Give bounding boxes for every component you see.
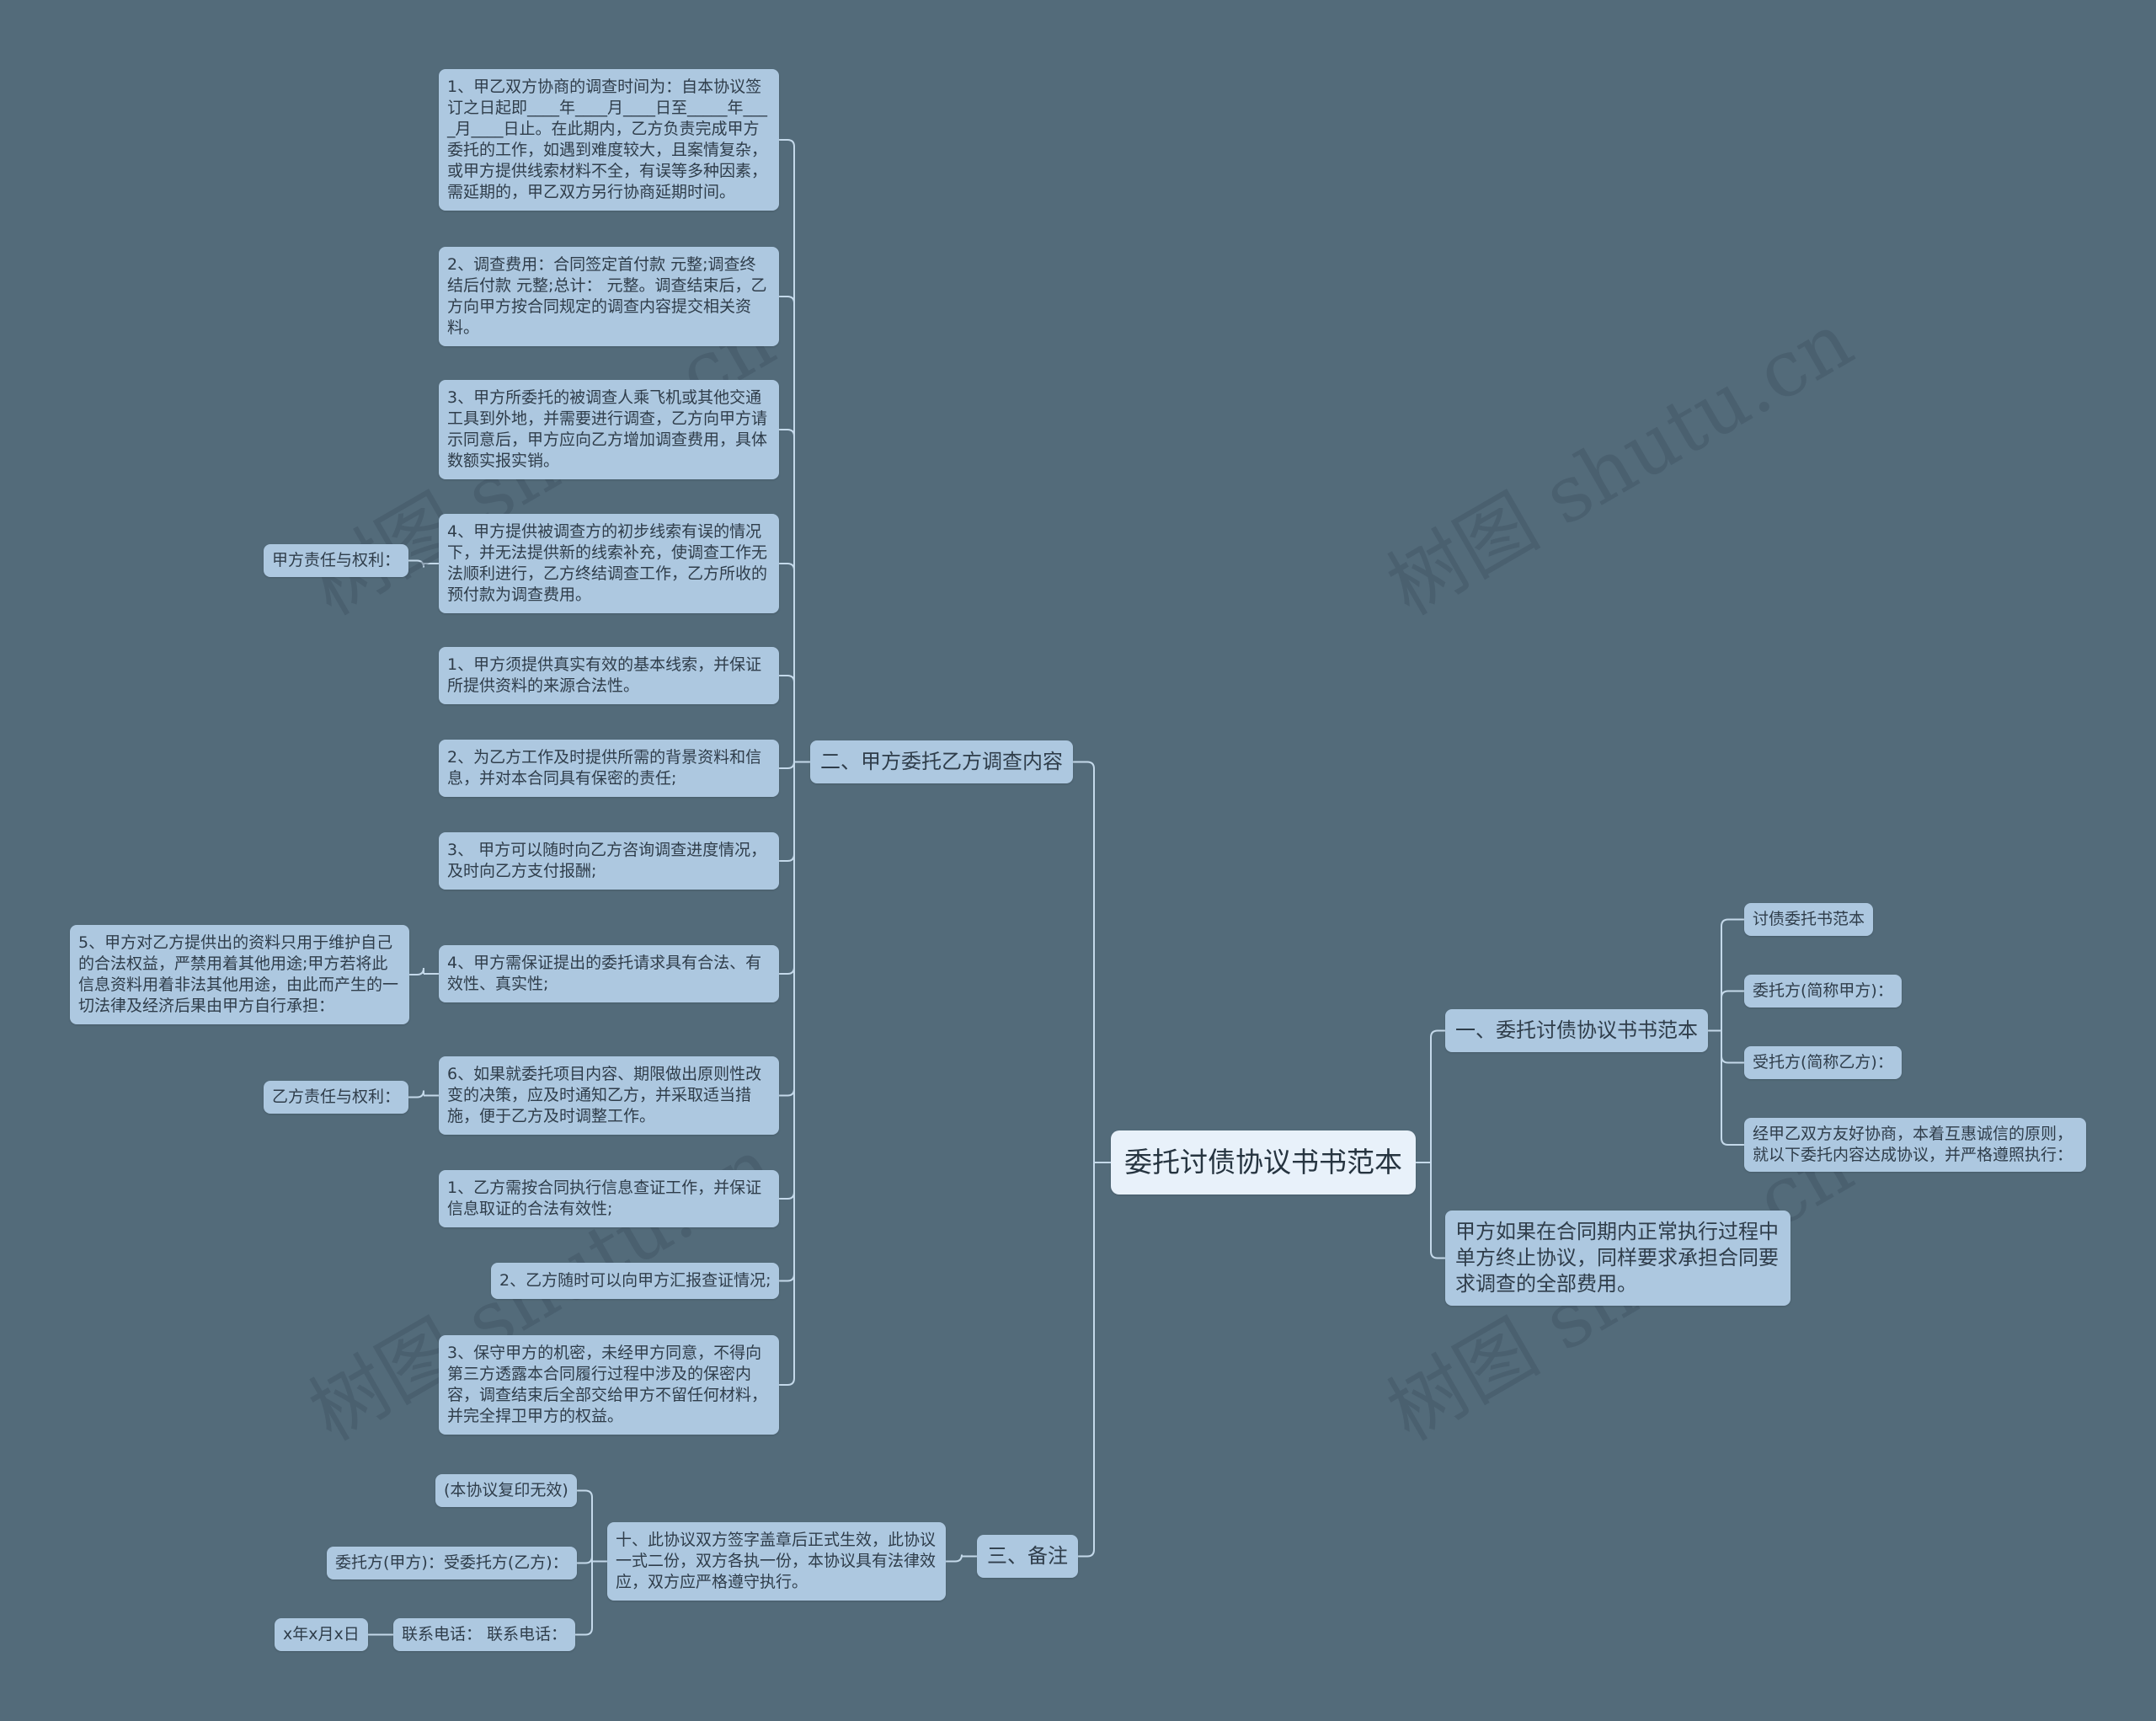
topic-jia-duty-5[interactable]: 5、甲方对乙方提供出的资料只用于维护自己的合法权益，严禁用着其他用途;甲方若将此… xyxy=(70,925,409,1024)
connector-line xyxy=(779,296,795,762)
topic-date[interactable]: x年x月x日 xyxy=(275,1618,368,1651)
topic-effective-clause[interactable]: 十、此协议双方签字盖章后正式生效，此协议一式二份，双方各执一份，本协议具有法律效… xyxy=(607,1522,946,1601)
connector-line xyxy=(1078,1162,1095,1558)
connector-line xyxy=(575,1561,593,1636)
branch-investigation-content[interactable]: 二、甲方委托乙方调查内容 xyxy=(810,740,1073,783)
topic-yi-duty-2[interactable]: 2、乙方随时可以向甲方汇报查证情况; xyxy=(491,1263,779,1299)
connector-line xyxy=(577,1489,593,1562)
connector-line xyxy=(1721,918,1744,1031)
connector-line xyxy=(408,559,424,568)
topic-title-sample[interactable]: 讨债委托书范本 xyxy=(1744,903,1874,936)
topic-jia-duty-3[interactable]: 3、 甲方可以随时向乙方咨询调查进度情况，及时向乙方支付报酬; xyxy=(439,832,779,890)
connector-line xyxy=(946,1554,963,1563)
connector-line xyxy=(1721,1030,1744,1146)
topic-contact-phone[interactable]: 联系电话： 联系电话： xyxy=(393,1618,576,1651)
topic-investigation-fee[interactable]: 2、调查费用：合同签定首付款 元整;调查终结后付款 元整;总计： 元整。调查结束… xyxy=(439,247,779,346)
topic-yi-duty-3[interactable]: 3、保守甲方的机密，未经甲方同意，不得向第三方透露本合同履行过程中涉及的保密内容… xyxy=(439,1335,779,1435)
connector-line xyxy=(779,762,795,862)
root-topic[interactable]: 委托讨债协议书书范本 xyxy=(1111,1130,1416,1195)
connector-line xyxy=(779,139,795,762)
branch-remarks[interactable]: 三、备注 xyxy=(977,1535,1078,1578)
connector-line xyxy=(779,675,795,762)
topic-yi-duty-1[interactable]: 1、乙方需按合同执行信息查证工作，并保证信息取证的合法有效性; xyxy=(439,1170,779,1227)
topic-travel-expense[interactable]: 3、甲方所委托的被调查人乘飞机或其他交通工具到外地，并需要进行调查，乙方向甲方请… xyxy=(439,380,779,479)
branch-termination-note[interactable]: 甲方如果在合同期内正常执行过程中单方终止协议，同样要求承担合同要求调查的全部费用… xyxy=(1445,1211,1790,1306)
topic-agreement-intro[interactable]: 经甲乙双方友好协商，本着互惠诚信的原则，就以下委托内容达成协议，并严格遵照执行： xyxy=(1744,1118,2086,1172)
topic-jia-duty-1[interactable]: 1、甲方须提供真实有效的基本线索，并保证所提供资料的来源合法性。 xyxy=(439,647,779,704)
connector-line xyxy=(1721,990,1744,1031)
connector-line xyxy=(577,1556,593,1564)
topic-jia-duty-2[interactable]: 2、为乙方工作及时提供所需的背景资料和信息，并对本合同具有保密的责任; xyxy=(439,740,779,797)
connector-line xyxy=(779,762,795,1386)
topic-signatures[interactable]: 委托方(甲方)：受委托方(乙方)： xyxy=(327,1547,577,1579)
connector-line xyxy=(779,762,795,1200)
connector-line xyxy=(1073,761,1095,1162)
branch-topic-sample[interactable]: 一、委托讨债协议书书范本 xyxy=(1445,1009,1708,1052)
connector-line xyxy=(779,563,795,762)
connector-line xyxy=(1430,1029,1445,1162)
topic-copy-invalid[interactable]: (本协议复印无效) xyxy=(435,1474,577,1507)
topic-trustee-party[interactable]: 受托方(简称乙方)： xyxy=(1744,1046,1902,1079)
connector-line xyxy=(779,761,795,769)
topic-client-party[interactable]: 委托方(简称甲方)： xyxy=(1744,975,1902,1007)
topic-investigation-period[interactable]: 1、甲乙双方协商的调查时间为：自本协议签订之日起即____年____月____日… xyxy=(439,69,779,211)
connector-line xyxy=(1721,1030,1744,1064)
topic-jia-duty-6[interactable]: 6、如果就委托项目内容、期限做出原则性改变的决策，应及时通知乙方，并采取适当措施… xyxy=(439,1056,779,1135)
connector-line xyxy=(1430,1162,1445,1259)
topic-yi-rights-label[interactable]: 乙方责任与权利： xyxy=(264,1081,409,1114)
connector-line xyxy=(779,429,795,762)
connector-line xyxy=(409,967,424,975)
connector-line xyxy=(779,762,795,1282)
topic-jia-duty-4[interactable]: 4、甲方需保证提出的委托请求具有合法、有效性、真实性; xyxy=(439,945,779,1002)
connector-line xyxy=(779,762,795,975)
topic-jia-rights-label[interactable]: 甲方责任与权利： xyxy=(264,544,409,577)
topic-wrong-clues[interactable]: 4、甲方提供被调查方的初步线索有误的情况下，并无法提供新的线索补充，使调查工作无… xyxy=(439,514,779,613)
connector-line xyxy=(408,1090,424,1098)
connector-line xyxy=(779,762,795,1097)
